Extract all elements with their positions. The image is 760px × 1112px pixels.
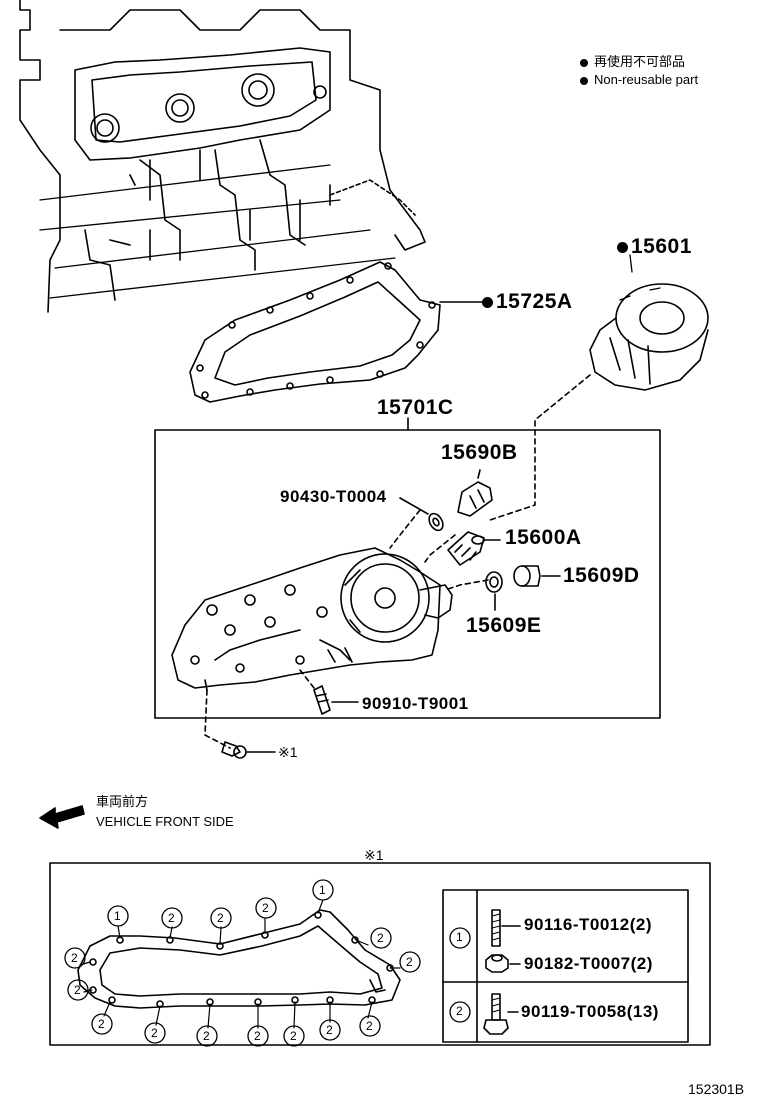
part-number-15609E: 15609E	[466, 614, 542, 637]
detail-table	[442, 889, 689, 1043]
part-label-15725A: 15725A	[482, 291, 573, 312]
engine-block	[19, 0, 426, 313]
non-reusable-dot-icon	[580, 58, 588, 67]
detail-callout-circles	[64, 879, 421, 1047]
callout-2: 2	[366, 1019, 373, 1033]
callout-2: 2	[377, 931, 384, 945]
callout-2: 2	[98, 1017, 105, 1031]
callout-2: 2	[151, 1026, 158, 1040]
part-number-15601: 15601	[631, 235, 692, 258]
callout-2: 2	[168, 911, 175, 925]
bolt-ref	[221, 741, 276, 759]
callout-2: 2	[74, 983, 81, 997]
detail-title: ※1	[364, 847, 384, 863]
non-reusable-dot-icon	[617, 241, 628, 253]
legend-line-jp: 再使用不可部品	[580, 55, 685, 68]
callout-2: 2	[254, 1029, 261, 1043]
oil-cooler-housing	[171, 547, 453, 691]
callout-2: 2	[71, 951, 78, 965]
part-number-90116-T0012: 90116-T0012(2)	[524, 915, 652, 934]
callout-2: 2	[326, 1023, 333, 1037]
front-arrow	[39, 805, 85, 829]
callout-1: 1	[319, 883, 326, 897]
part-number-90182-T0007: 90182-T0007(2)	[524, 954, 653, 973]
legend-line-en: Non-reusable part	[580, 73, 698, 86]
legend-jp-text: 再使用不可部品	[594, 54, 686, 69]
part-number-15600A: 15600A	[505, 526, 582, 549]
part-number-15609D: 15609D	[563, 564, 640, 587]
non-reusable-dot-icon	[580, 76, 588, 85]
callout-2: 2	[290, 1029, 297, 1043]
part-number-15701C: 15701C	[377, 396, 454, 419]
detail-box	[49, 862, 711, 1046]
part-number-90910-T9001: 90910-T9001	[362, 694, 469, 713]
callout-1: 1	[114, 909, 121, 923]
callout-2: 2	[217, 911, 224, 925]
diagram-id: 152301B	[688, 1081, 745, 1097]
front-direction-jp: 車両前方	[96, 794, 149, 809]
gasket-upper	[189, 261, 483, 403]
part-label-15601: 15601	[617, 236, 692, 257]
legend-en-text: Non-reusable part	[594, 72, 699, 87]
part-number-15690B: 15690B	[441, 441, 518, 464]
front-direction-en: VEHICLE FRONT SIDE	[96, 814, 234, 829]
table-marker-1: 1	[456, 930, 463, 944]
oil-filter	[489, 254, 709, 521]
part-number-90119-T0058: 90119-T0058(13)	[521, 1002, 659, 1021]
table-marker-2: 2	[456, 1004, 463, 1018]
part-number-90430-T0004: 90430-T0004	[280, 487, 387, 506]
small-parts	[204, 469, 561, 749]
callout-2: 2	[262, 901, 269, 915]
non-reusable-dot-icon	[482, 296, 493, 308]
part-number-15725A: 15725A	[496, 290, 573, 313]
callout-2: 2	[203, 1029, 210, 1043]
callout-2: 2	[406, 955, 413, 969]
bolt-ref-mark: ※1	[278, 744, 298, 760]
detail-gasket	[77, 899, 401, 1029]
